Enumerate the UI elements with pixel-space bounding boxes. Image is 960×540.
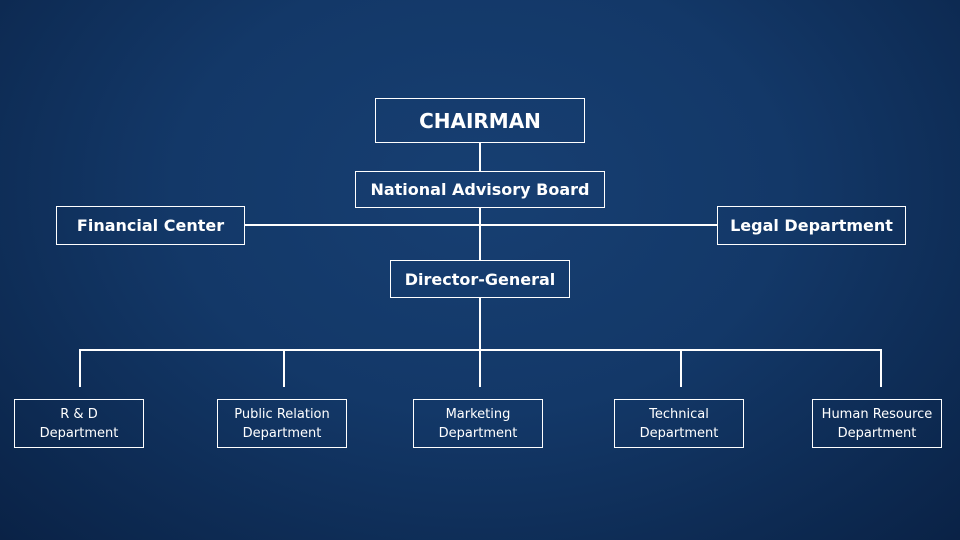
connector-chairman-advisory: [479, 142, 481, 171]
connector-director-departments: [479, 297, 481, 350]
department-suffix: Department: [438, 425, 518, 441]
chairman-label: CHAIRMAN: [419, 108, 541, 133]
department-suffix: Department: [39, 425, 119, 441]
department-name: Human Resource: [821, 406, 933, 422]
department-box-human-resource: Human Resource Department: [812, 399, 942, 448]
connector-dept-technical: [680, 349, 682, 387]
financial-center-box: Financial Center: [56, 206, 245, 245]
connector-advisory-director: [479, 207, 481, 261]
department-box-marketing: Marketing Department: [413, 399, 543, 448]
department-suffix: Department: [837, 425, 917, 441]
director-general-label: Director-General: [404, 269, 556, 289]
department-box-public-relation: Public Relation Department: [217, 399, 347, 448]
director-general-box: Director-General: [390, 260, 570, 298]
connector-dept-marketing: [479, 349, 481, 387]
chairman-box: CHAIRMAN: [375, 98, 585, 143]
department-suffix: Department: [242, 425, 322, 441]
advisory-board-box: National Advisory Board: [355, 171, 605, 208]
department-name: Technical: [649, 406, 709, 422]
legal-department-label: Legal Department: [730, 216, 893, 235]
department-name: Marketing: [445, 406, 511, 422]
department-box-technical: Technical Department: [614, 399, 744, 448]
department-name: R & D: [60, 406, 98, 422]
advisory-board-label: National Advisory Board: [370, 180, 590, 199]
connector-dept-public-relation: [283, 349, 285, 387]
connector-financial-legal: [244, 224, 718, 226]
financial-center-label: Financial Center: [76, 216, 225, 235]
connector-dept-rd: [79, 349, 81, 387]
department-suffix: Department: [639, 425, 719, 441]
department-name: Public Relation: [234, 406, 330, 422]
department-box-rd: R & D Department: [14, 399, 144, 448]
legal-department-box: Legal Department: [717, 206, 906, 245]
connector-dept-human-resource: [880, 349, 882, 387]
